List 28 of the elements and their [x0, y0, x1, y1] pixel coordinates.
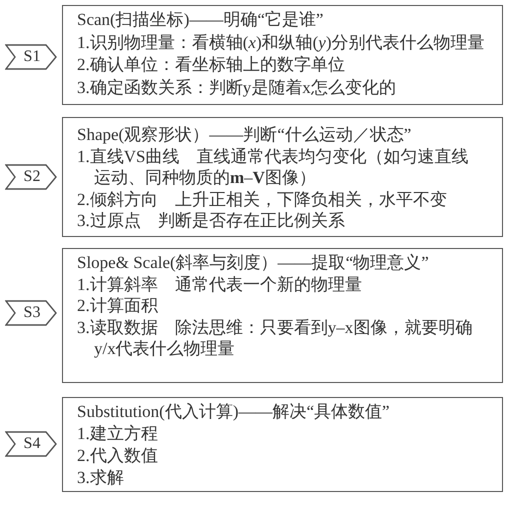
step-item: 2.确认单位：看坐标轴上的数字单位	[77, 54, 346, 76]
step-item: 1.直线VS曲线 直线通常代表均匀变化（如匀速直线运动、同种物质的m–V图像）	[77, 146, 470, 188]
step-item: 2.计算面积	[77, 295, 159, 316]
step-item: 3.确定函数关系：判断y是随着x怎么变化的	[77, 76, 397, 99]
step-item: 3.求解	[77, 467, 125, 489]
step-chevron	[5, 300, 57, 326]
step-box	[62, 397, 503, 492]
step-label: S1	[22, 49, 40, 65]
step-item: 1.建立方程	[77, 423, 159, 445]
step-item: 3.过原点 判断是否存在正比例关系	[77, 210, 346, 232]
step-label: S4	[22, 436, 40, 452]
step-chevron	[5, 44, 57, 70]
step-box	[62, 5, 503, 105]
step-heading: Scan(扫描坐标)——明确“它是谁”	[77, 9, 324, 31]
step-label: S3	[22, 305, 40, 321]
step-item: 1.计算斜率 通常代表一个新的物理量	[77, 274, 363, 295]
step-heading: Substitution(代入计算)——解决“具体数值”	[77, 401, 391, 423]
step-item: 2.代入数值	[77, 445, 159, 467]
step-heading: Slope& Scale(斜率与刻度）——提取“物理意义”	[77, 252, 430, 274]
step-label: S2	[22, 169, 40, 185]
step-chevron	[5, 431, 57, 457]
step-box	[62, 248, 503, 383]
step-box	[62, 117, 503, 237]
step-item: 3.读取数据 除法思维：只要看到y–x图像，就要明确y/x代表什么物理量	[77, 316, 474, 360]
step-heading: Shape(观察形状）——判断“什么运动／状态”	[77, 124, 412, 146]
step-item: 1.识别物理量：看横轴(x)和纵轴(y)分别代表什么物理量	[77, 32, 486, 54]
step-item: 2.倾斜方向 上升正相关，下降负相关，水平不变	[77, 188, 448, 210]
step-chevron	[5, 164, 57, 190]
